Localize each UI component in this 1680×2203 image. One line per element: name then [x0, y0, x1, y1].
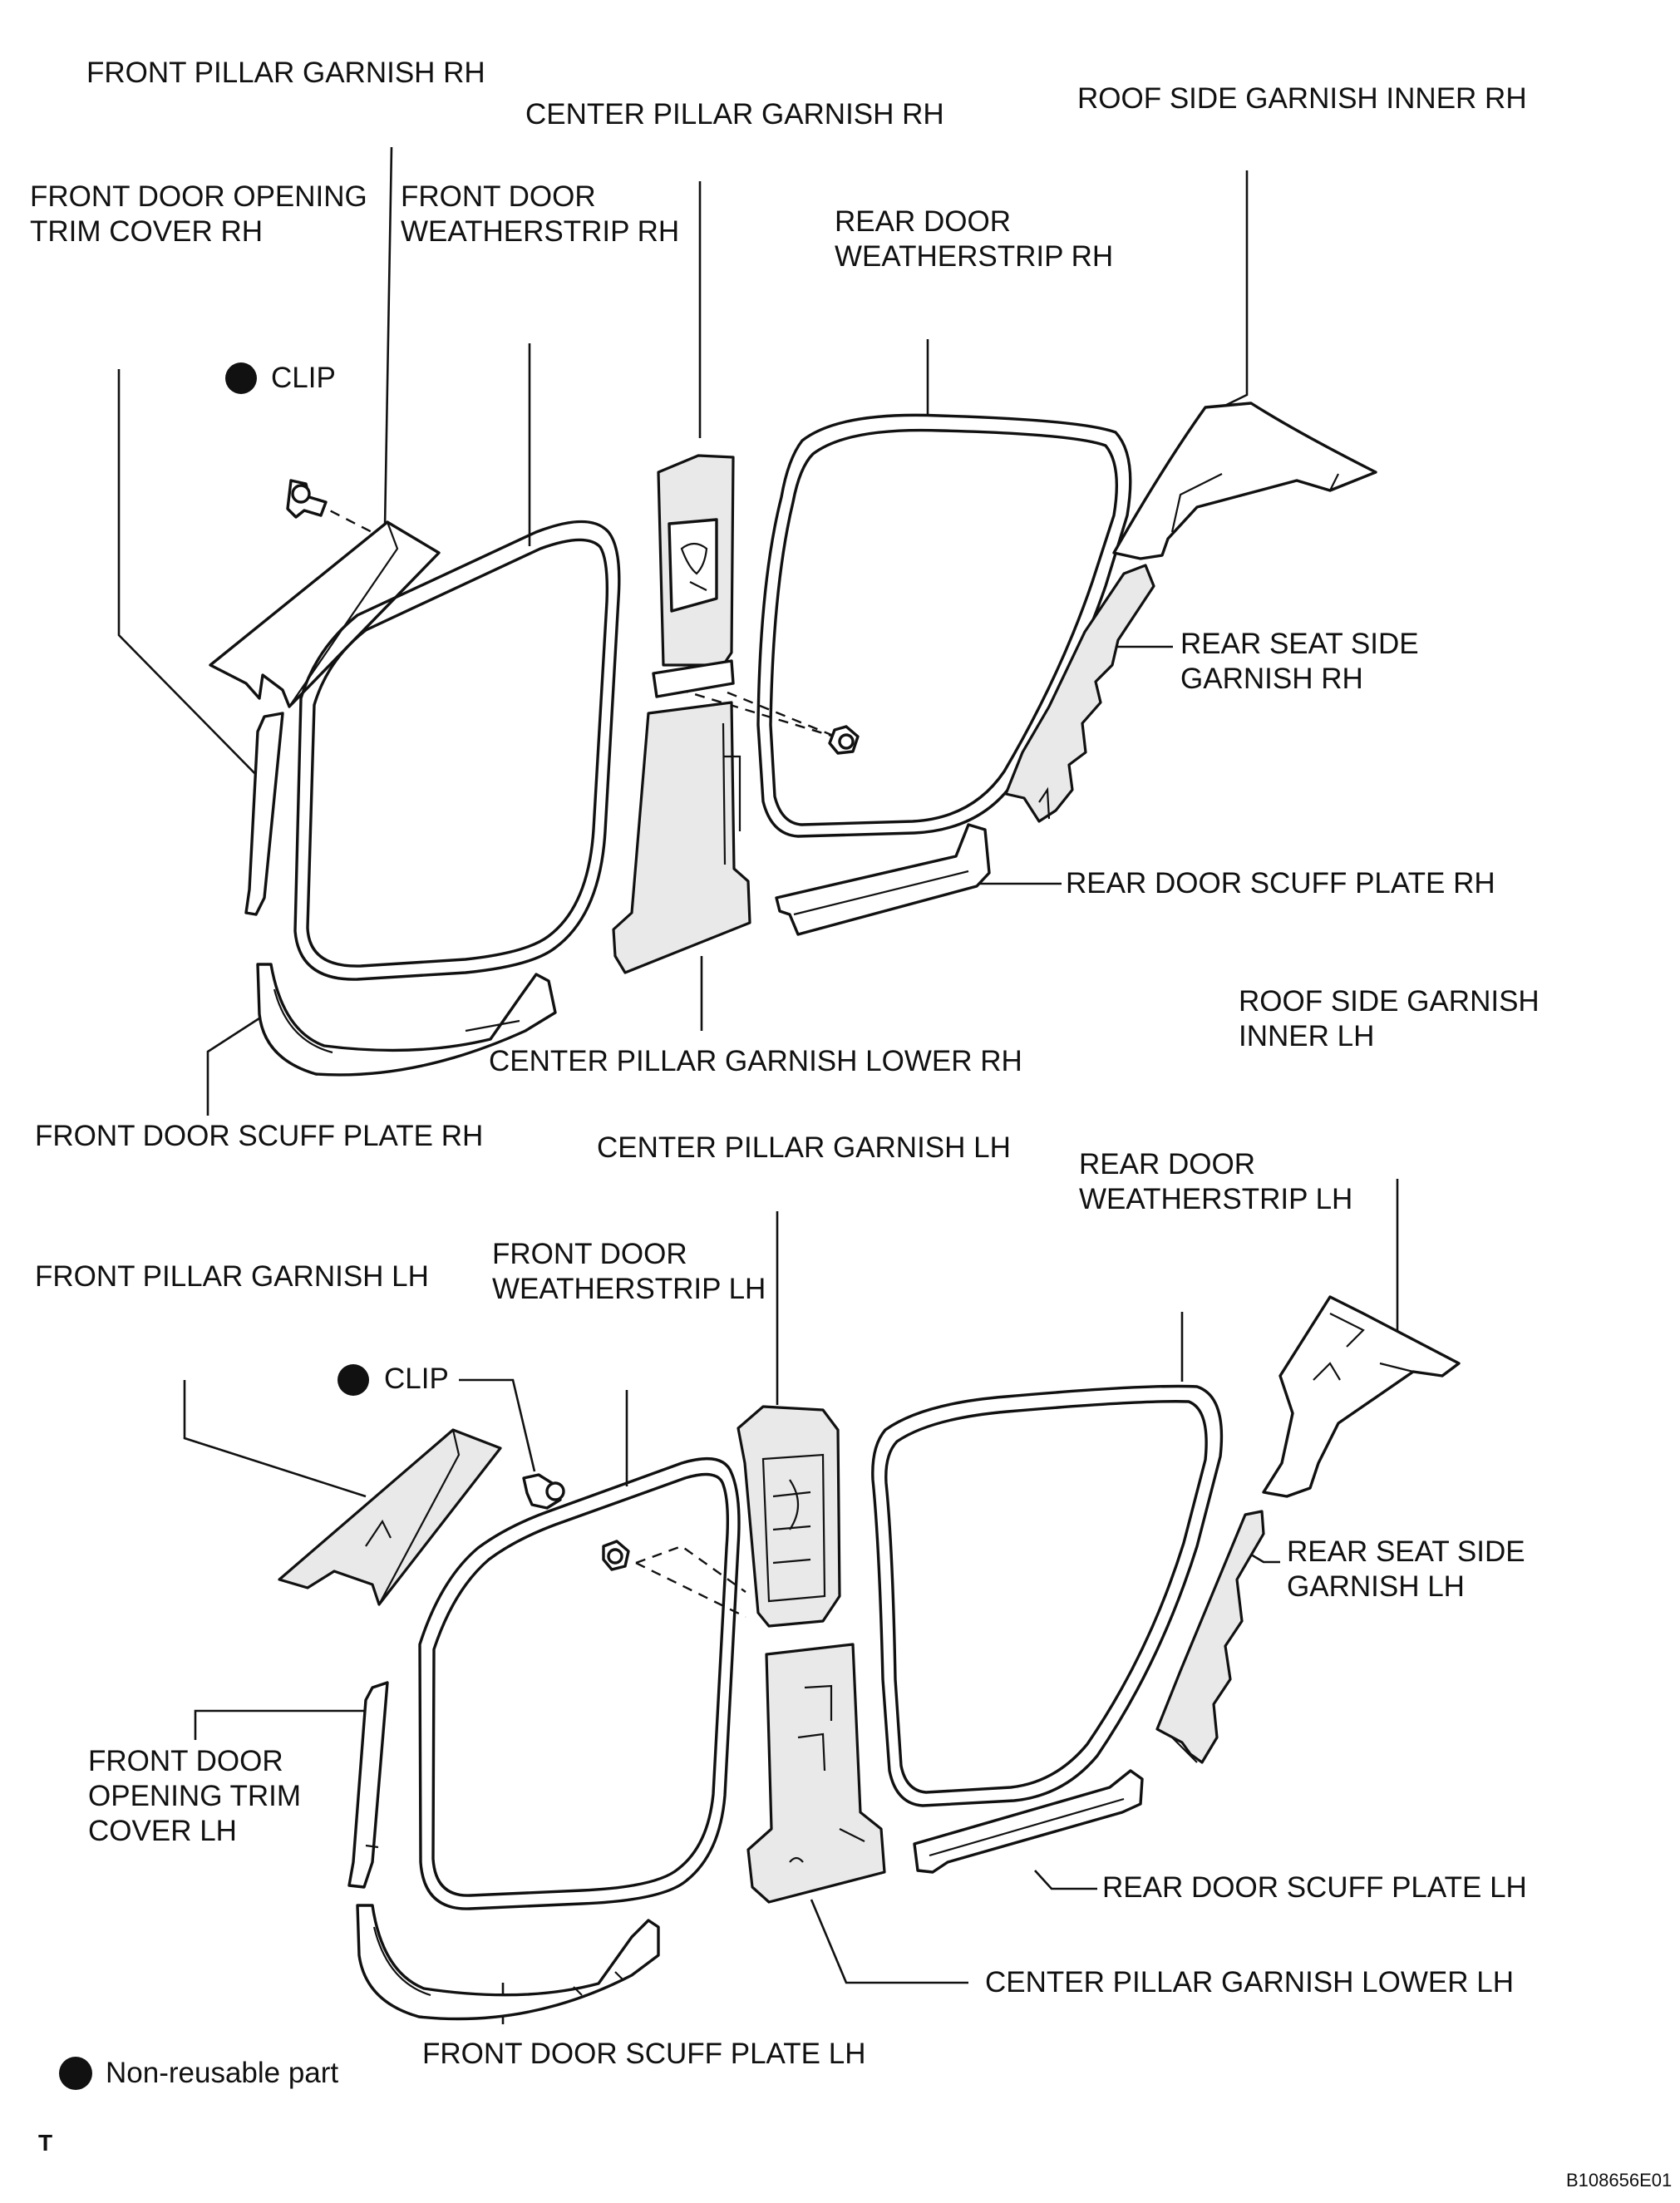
- figure-code: B108656E01: [1566, 2170, 1673, 2191]
- front-door-scuff-plate-lh-part: [356, 1904, 660, 2021]
- label-center-pillar-garnish-lower-lh: CENTER PILLAR GARNISH LOWER LH: [985, 1966, 1514, 1998]
- leader-front-door-opening-trim-cover-lh: [194, 1709, 374, 1740]
- leader-clip-lh: [459, 1378, 536, 1472]
- leader-rear-seat-side-garnish-lh: [1250, 1553, 1280, 1564]
- leader-center-pillar-garnish-lower-lh: [810, 1899, 968, 1984]
- legend-non-reusable-marker: [59, 2057, 92, 2090]
- screw-guide-lh: [635, 1545, 746, 1593]
- center-pillar-garnish-rh-part: [652, 454, 735, 698]
- leader-roof-side-garnish-inner-rh: [1209, 170, 1249, 415]
- label-clip-lh: CLIP: [384, 1363, 449, 1395]
- front-pillar-garnish-rh-part: [209, 520, 441, 708]
- roof-side-garnish-inner-lh-part: [1262, 1295, 1461, 1498]
- screw-guide-lh-2: [635, 1561, 746, 1619]
- screw-guide-rh-2: [727, 691, 840, 740]
- label-front-door-scuff-plate-rh: FRONT DOOR SCUFF PLATE RH: [35, 1120, 484, 1152]
- rear-door-weatherstrip-lh-part: [871, 1384, 1224, 1807]
- front-pillar-garnish-lh-part: [278, 1428, 502, 1606]
- rear-door-weatherstrip-rh-part: [756, 413, 1132, 838]
- non-reusable-marker-lh: [337, 1364, 369, 1396]
- leader-rear-door-scuff-plate-lh: [1034, 1870, 1097, 1890]
- leader-front-door-opening-trim-cover-rh: [117, 369, 264, 782]
- center-pillar-garnish-lower-lh-part: [746, 1643, 886, 1904]
- label-roof-side-garnish-inner-lh: ROOF SIDE GARNISH INNER LH: [1239, 985, 1540, 1052]
- rear-door-scuff-plate-lh-part: [913, 1769, 1144, 1874]
- corner-letter: T: [38, 2130, 53, 2156]
- leader-front-pillar-garnish-rh: [383, 146, 393, 529]
- label-front-pillar-garnish-rh: FRONT PILLAR GARNISH RH: [86, 57, 485, 89]
- rear-door-scuff-plate-rh-part: [775, 823, 991, 936]
- label-center-pillar-garnish-rh: CENTER PILLAR GARNISH RH: [525, 98, 944, 131]
- rh-group: [117, 146, 1377, 1116]
- label-rear-door-weatherstrip-lh: REAR DOOR WEATHERSTRIP LH: [1079, 1148, 1353, 1215]
- clip-lh-part: [522, 1473, 565, 1510]
- center-pillar-garnish-lh-part: [737, 1405, 841, 1628]
- screw-guide-rh: [661, 683, 840, 740]
- legend-non-reusable-part: Non-reusable part: [106, 2057, 339, 2089]
- lh-group: [183, 1179, 1461, 2024]
- center-pillar-garnish-lower-rh-part: [612, 701, 751, 974]
- label-center-pillar-garnish-lh: CENTER PILLAR GARNISH LH: [597, 1131, 1011, 1164]
- front-door-scuff-plate-rh-part: [256, 963, 557, 1077]
- label-rear-seat-side-garnish-rh: REAR SEAT SIDE GARNISH RH: [1180, 628, 1419, 695]
- roof-side-garnish-inner-rh-part: [1112, 402, 1377, 560]
- clip-rh-part: [286, 479, 328, 519]
- screw-rh-part: [828, 725, 860, 755]
- front-door-weatherstrip-lh-part: [418, 1456, 741, 1910]
- label-center-pillar-garnish-lower-rh: CENTER PILLAR GARNISH LOWER RH: [489, 1045, 1022, 1077]
- label-front-door-opening-trim-cover-rh: FRONT DOOR OPENING TRIM COVER RH: [30, 180, 367, 248]
- label-front-pillar-garnish-lh: FRONT PILLAR GARNISH LH: [35, 1260, 429, 1293]
- leader-front-pillar-garnish-lh: [183, 1380, 367, 1498]
- label-front-door-opening-trim-cover-lh: FRONT DOOR OPENING TRIM COVER LH: [88, 1745, 302, 1847]
- label-clip-rh: CLIP: [271, 362, 336, 394]
- screw-lh-part: [602, 1540, 630, 1571]
- front-door-opening-trim-cover-lh-part: [347, 1681, 389, 1889]
- leader-front-door-scuff-plate-rh: [206, 1015, 263, 1116]
- rear-seat-side-garnish-rh-part: [1004, 564, 1155, 823]
- label-roof-side-garnish-inner-rh: ROOF SIDE GARNISH INNER RH: [1077, 82, 1527, 115]
- label-rear-door-scuff-plate-rh: REAR DOOR SCUFF PLATE RH: [1066, 867, 1495, 899]
- label-front-door-weatherstrip-rh: FRONT DOOR WEATHERSTRIP RH: [401, 180, 680, 248]
- front-door-weatherstrip-rh-part: [293, 520, 621, 981]
- non-reusable-marker-rh: [225, 362, 257, 394]
- label-front-door-scuff-plate-lh: FRONT DOOR SCUFF PLATE LH: [422, 2038, 866, 2070]
- label-rear-seat-side-garnish-lh: REAR SEAT SIDE GARNISH LH: [1287, 1535, 1525, 1603]
- label-rear-door-weatherstrip-rh: REAR DOOR WEATHERSTRIP RH: [835, 205, 1114, 273]
- front-door-opening-trim-cover-rh-part: [244, 712, 284, 916]
- label-rear-door-scuff-plate-lh: REAR DOOR SCUFF PLATE LH: [1102, 1871, 1527, 1904]
- clip-guide-rh: [314, 501, 381, 538]
- rear-seat-side-garnish-lh-part: [1155, 1510, 1265, 1764]
- label-front-door-weatherstrip-lh: FRONT DOOR WEATHERSTRIP LH: [492, 1238, 766, 1305]
